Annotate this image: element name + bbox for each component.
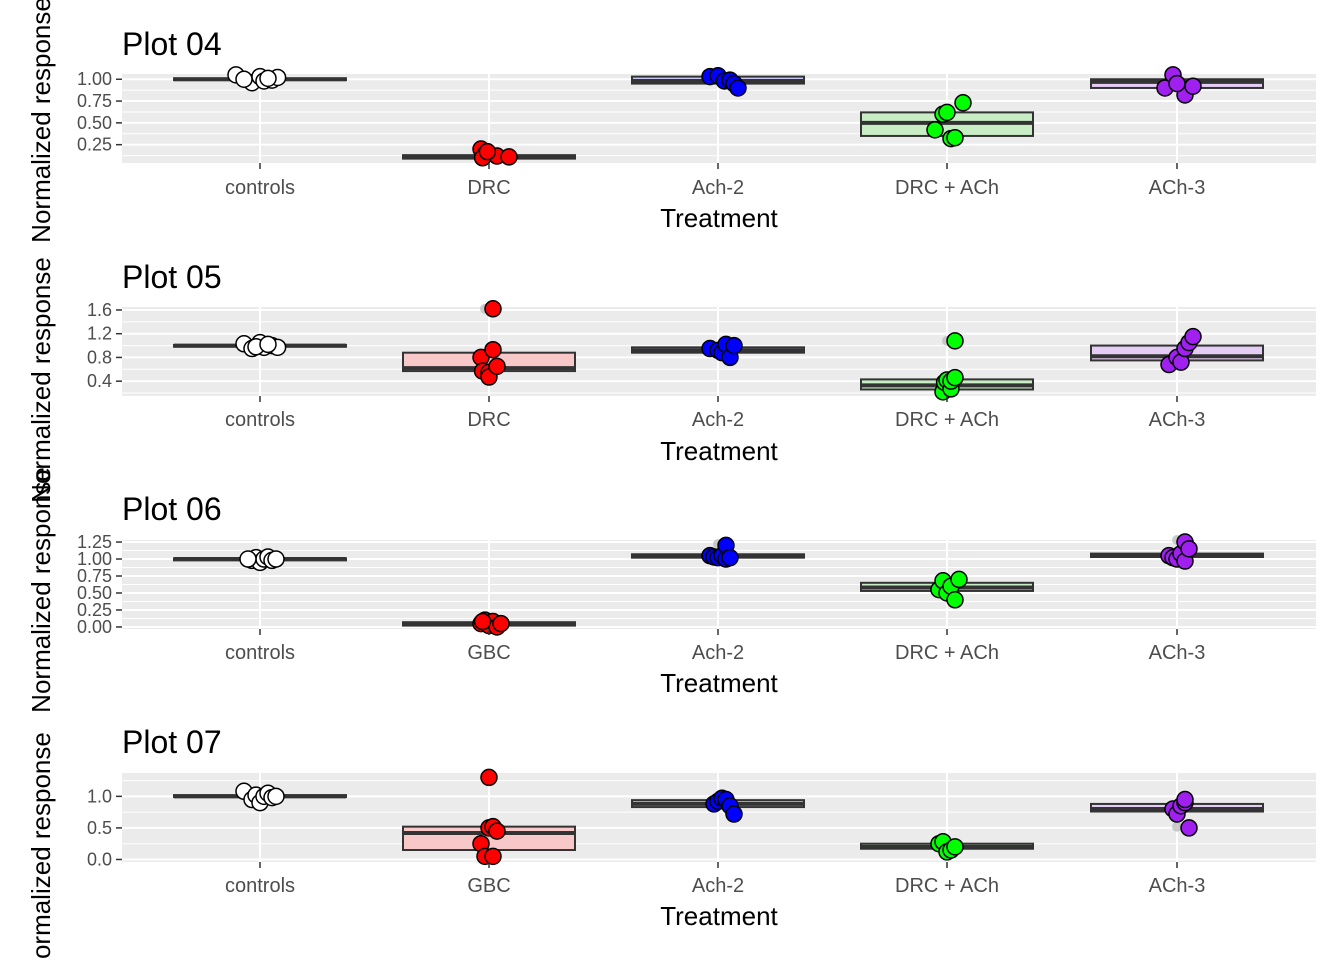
y-tick-label: 0.5	[87, 818, 112, 838]
y-tick-label: 0.00	[77, 617, 112, 637]
x-tick-label: DRC + ACh	[895, 642, 999, 664]
y-tick-label: 0.25	[77, 600, 112, 620]
x-tick-label: Ach-2	[692, 875, 744, 897]
x-tick-label: GBC	[467, 875, 510, 897]
data-point	[235, 70, 253, 88]
x-tick-label: GBC	[467, 642, 510, 664]
data-point	[725, 336, 743, 355]
x-axis-title: Treatment	[660, 668, 778, 698]
x-tick-label: controls	[225, 642, 295, 664]
y-tick-label: 0.75	[77, 91, 112, 111]
y-tick-label: 1.00	[77, 69, 112, 89]
data-point	[1180, 819, 1198, 837]
x-tick-label: DRC + ACh	[895, 177, 999, 199]
x-tick-label: DRC	[467, 177, 510, 199]
data-point	[478, 142, 497, 161]
data-point	[721, 548, 739, 567]
y-tick-label: 0.50	[77, 583, 112, 603]
data-point	[1184, 77, 1202, 95]
y-tick-label: 0.0	[87, 849, 112, 869]
data-point	[488, 822, 506, 840]
data-point	[259, 69, 277, 88]
x-tick-label: ACh-3	[1149, 642, 1206, 664]
y-tick-label: 0.75	[77, 566, 112, 586]
panel-4: 0.0 0.5 1.0 controls GBC Ach-2 DRC + ACh ACh-3T…	[26, 724, 1316, 960]
plot-title: Plot 05	[122, 259, 222, 295]
y-tick-label: 0.4	[87, 371, 112, 391]
outlier-point	[1172, 821, 1182, 832]
y-tick-label: 1.25	[77, 532, 112, 552]
data-point	[267, 787, 285, 806]
data-point	[500, 148, 518, 166]
y-axis-title: Normalized response	[26, 467, 56, 713]
panel-3: 0.000.250.500.751.001.25 controls GBC Ach-2…	[26, 467, 1316, 713]
data-point	[473, 612, 492, 631]
data-point	[239, 550, 257, 568]
data-point	[492, 614, 510, 633]
x-tick-label: controls	[225, 875, 295, 897]
x-tick-label: controls	[225, 409, 295, 431]
x-tick-label: controls	[225, 177, 295, 199]
data-point	[954, 94, 972, 112]
y-tick-label: 0.8	[87, 347, 112, 367]
panel-1: 0.250.500.751.00 controls DRC Ach-2 DRC + AC…	[26, 0, 1316, 243]
data-point	[484, 300, 502, 318]
x-axis-title: Treatment	[660, 901, 778, 931]
y-tick-label: 1.00	[77, 549, 112, 569]
data-point	[1184, 327, 1202, 346]
y-axis-title: Normalized response	[26, 257, 56, 503]
data-point	[1168, 74, 1186, 93]
y-tick-label: 1.0	[87, 786, 112, 806]
plot-title: Plot 06	[122, 491, 222, 527]
y-tick-label: 0.25	[77, 135, 112, 155]
plot-title: Plot 04	[122, 26, 222, 62]
data-point	[480, 768, 498, 787]
y-tick-label: 1.6	[87, 300, 112, 320]
data-point	[950, 570, 968, 589]
data-point	[484, 340, 502, 359]
data-point	[484, 847, 502, 866]
data-point	[926, 121, 944, 139]
x-tick-label: DRC + ACh	[895, 875, 999, 897]
x-tick-label: DRC + ACh	[895, 409, 999, 431]
data-point	[938, 103, 956, 122]
x-tick-label: Ach-2	[692, 409, 744, 431]
x-tick-label: ACh-3	[1149, 177, 1206, 199]
x-axis-title: Treatment	[660, 436, 778, 466]
x-tick-label: ACh-3	[1149, 409, 1206, 431]
x-tick-label: DRC	[467, 409, 510, 431]
y-axis-title: Normalized response	[26, 0, 56, 243]
plot-title: Plot 07	[122, 724, 222, 760]
data-point	[946, 838, 964, 856]
y-tick-label: 0.50	[77, 113, 112, 133]
y-tick-label: 1.2	[87, 324, 112, 344]
data-point	[267, 550, 285, 568]
data-point	[1176, 790, 1194, 809]
data-point	[946, 368, 964, 387]
x-tick-label: Ach-2	[692, 642, 744, 664]
x-tick-label: Ach-2	[692, 177, 744, 199]
data-point	[1180, 540, 1198, 558]
data-point	[259, 335, 277, 354]
data-point	[946, 128, 964, 147]
data-point	[725, 805, 743, 823]
panel-2: 0.4 0.8 1.2 1.6 controls DRC Ach-2 DRC + ACh ACh…	[26, 257, 1316, 503]
data-point	[946, 332, 964, 350]
data-point	[488, 357, 506, 376]
data-point	[946, 591, 964, 609]
x-tick-label: ACh-3	[1149, 875, 1206, 897]
y-axis-title: Normalized response	[26, 732, 56, 960]
x-axis-title: Treatment	[660, 203, 778, 233]
data-point	[729, 79, 747, 97]
